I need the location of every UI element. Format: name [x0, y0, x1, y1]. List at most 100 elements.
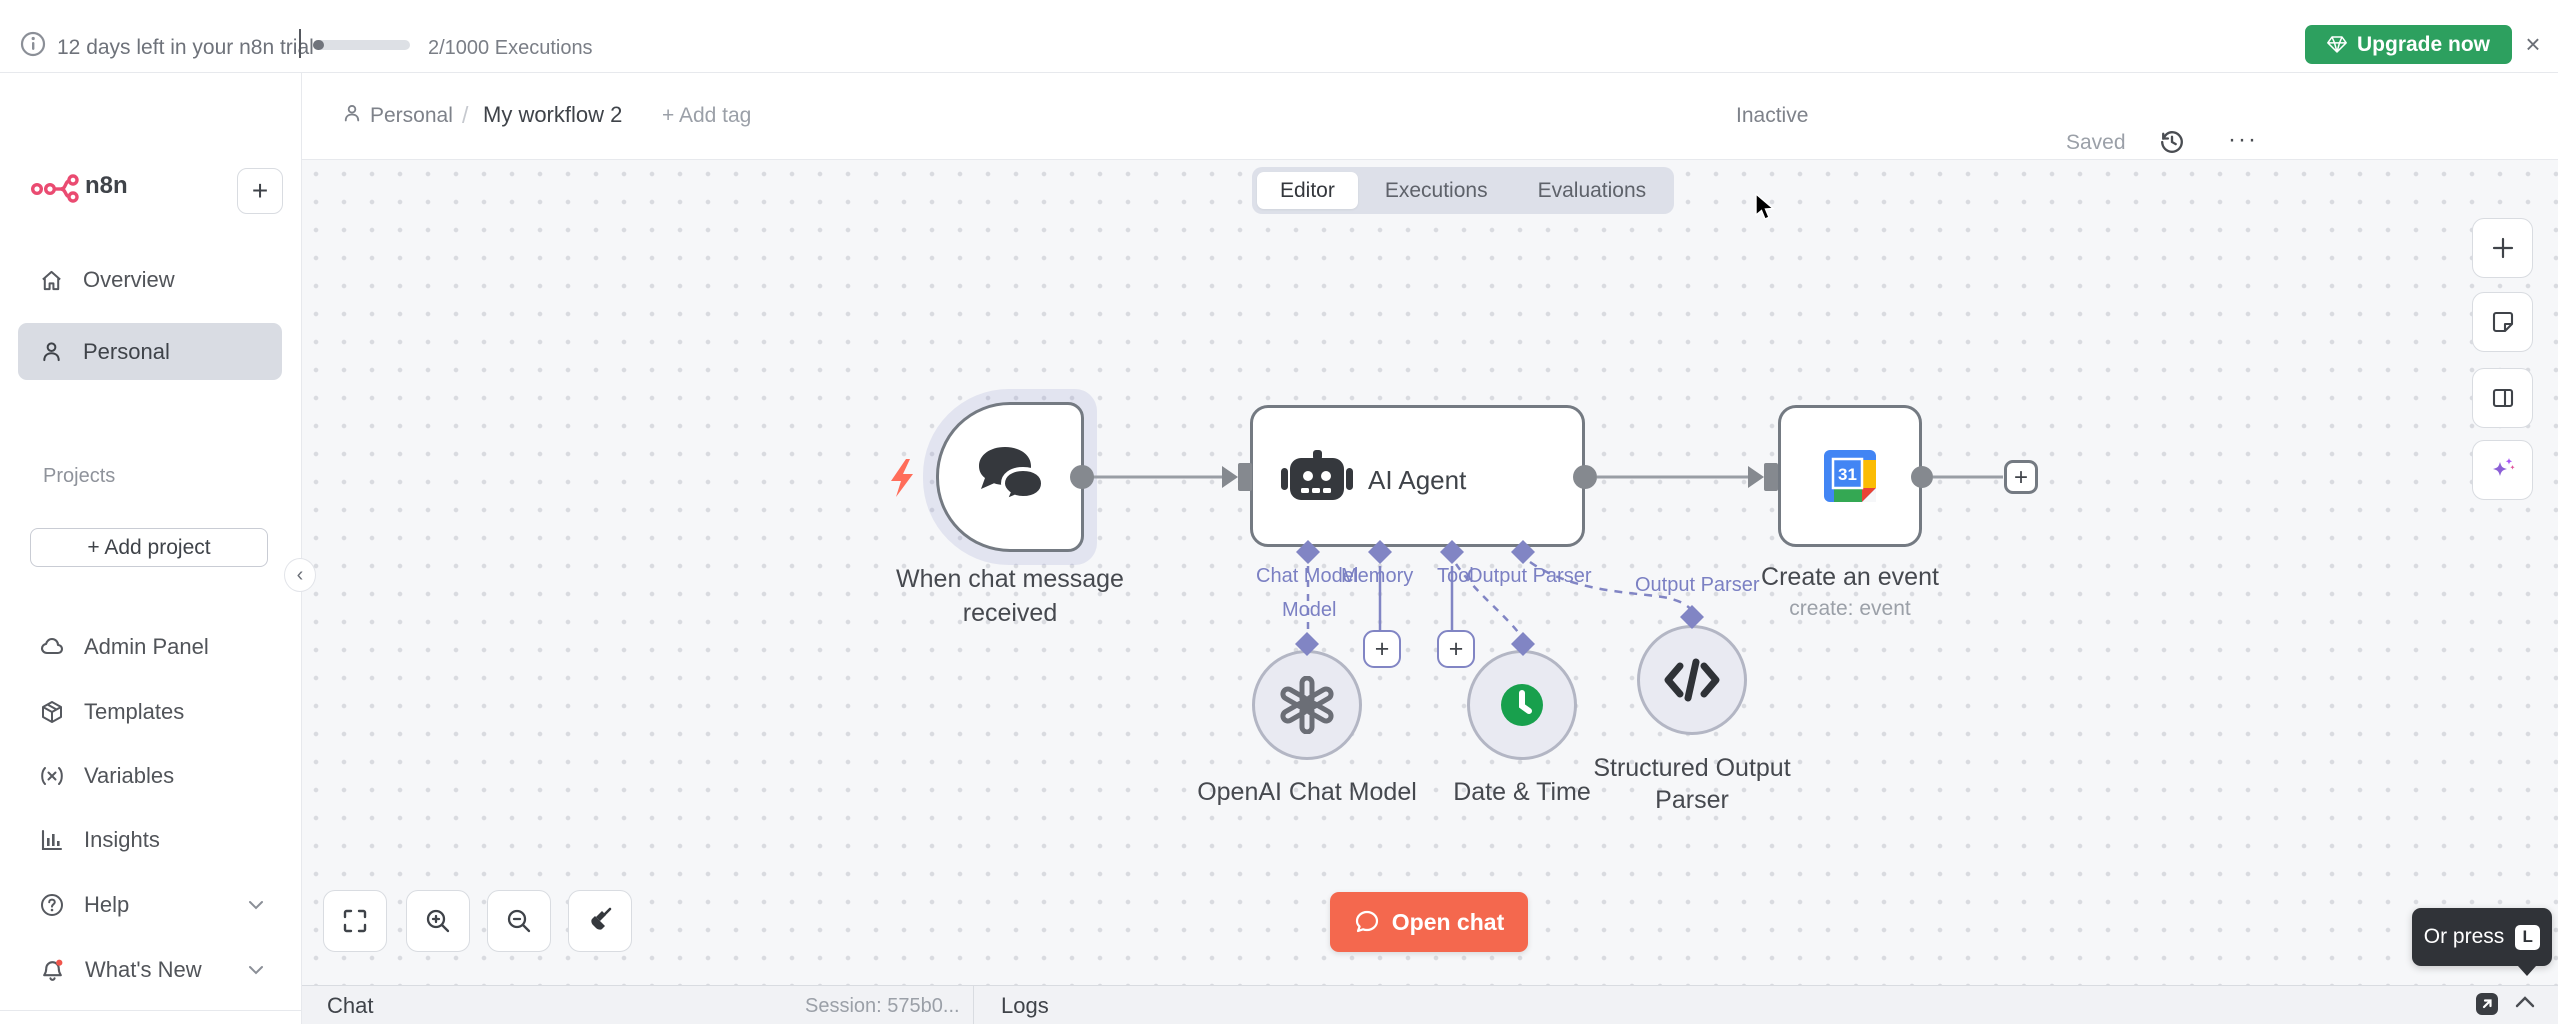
saved-status: Saved	[2066, 131, 2126, 154]
broom-icon	[591, 907, 612, 930]
workflow-tabs: Editor Executions Evaluations	[1252, 167, 1675, 214]
clock-icon	[1501, 684, 1543, 726]
pop-out-button[interactable]	[2474, 991, 2500, 1020]
zoom-in-button[interactable]	[406, 890, 470, 952]
executions-progress-fill	[313, 40, 324, 50]
tab-evaluations[interactable]: Evaluations	[1515, 172, 1670, 209]
toggle-panel-button[interactable]	[2472, 368, 2533, 428]
sidebar-item-label: What's New	[85, 957, 202, 982]
bell-icon	[43, 959, 63, 981]
workflow-header: Personal / My workflow 2 + Add tag	[302, 73, 2558, 160]
variables-icon	[41, 767, 63, 785]
sidebar-item-help[interactable]: Help	[18, 883, 282, 927]
sidebar-item-templates[interactable]: Templates	[18, 690, 282, 734]
port-label-output-parser: Output Parser	[1467, 565, 1592, 587]
add-sticky-note-button[interactable]	[2472, 292, 2533, 352]
chat-shortcut-tooltip: Or press L	[2412, 908, 2552, 966]
workflow-canvas[interactable]	[302, 160, 2558, 985]
sidebar-item-label: Templates	[84, 699, 185, 724]
sidebar-item-variables[interactable]: Variables	[18, 754, 282, 798]
home-icon	[42, 270, 61, 290]
zoom-out-button[interactable]	[487, 890, 551, 952]
bar-chart-icon	[41, 829, 63, 851]
add-memory-button[interactable]: +	[1363, 630, 1401, 668]
n8n-logo	[31, 174, 79, 203]
chevron-up-icon	[2515, 996, 2535, 1008]
datetime-node-label: Date & Time	[1453, 778, 1591, 806]
sidebar-item-admin-panel[interactable]: Admin Panel	[18, 625, 282, 669]
pop-out-icon	[2476, 993, 2498, 1015]
sidebar-divider	[0, 1010, 302, 1011]
node-ai-agent[interactable]: AI Agent	[1250, 405, 1585, 547]
chevron-down-icon	[249, 966, 263, 975]
trial-text: 12 days left in your n8n trial	[57, 36, 314, 59]
tab-executions[interactable]: Executions	[1362, 172, 1511, 209]
logs-panel-tab[interactable]: Logs	[1001, 993, 1049, 1018]
ai-assistant-button[interactable]	[2472, 440, 2533, 500]
projects-heading: Projects	[43, 465, 116, 487]
add-tool-button[interactable]: +	[1437, 630, 1475, 668]
sidebar-item-overview[interactable]: Overview	[18, 258, 282, 302]
help-icon	[41, 894, 63, 916]
cloud-icon	[40, 637, 64, 655]
trial-banner: 12 days left in your n8n trial 2/1000 Ex…	[0, 0, 2558, 73]
robot-icon	[1281, 450, 1353, 500]
node-date-time[interactable]	[1467, 650, 1577, 760]
code-icon	[1664, 658, 1720, 702]
add-project-button[interactable]: + Add project	[30, 528, 268, 567]
zoom-out-icon	[507, 909, 531, 933]
brand-name: n8n	[85, 172, 128, 199]
fit-view-icon	[343, 909, 367, 933]
add-tag-button[interactable]: + Add tag	[662, 104, 752, 127]
sidebar-item-label: Personal	[83, 338, 170, 364]
upgrade-now-button[interactable]: Upgrade now	[2305, 25, 2513, 64]
banner-close-button[interactable]: ×	[2516, 27, 2550, 61]
session-id: Session: 575b0...	[805, 995, 960, 1017]
add-node-button[interactable]	[2472, 218, 2533, 278]
sparkle-icon	[2492, 458, 2515, 476]
note-icon	[2492, 311, 2513, 333]
executions-count: 2/1000 Executions	[428, 37, 593, 59]
node-structured-output-parser[interactable]	[1637, 625, 1747, 735]
fit-view-button[interactable]	[323, 890, 387, 952]
new-workflow-button[interactable]: +	[237, 168, 283, 214]
workflow-name[interactable]: My workflow 2	[483, 102, 623, 127]
openai-logo-icon	[1280, 676, 1334, 734]
zoom-in-icon	[426, 909, 450, 933]
expand-panel-button[interactable]	[2514, 995, 2536, 1012]
tidy-up-button[interactable]	[568, 890, 632, 952]
sidebar-item-insights[interactable]: Insights	[18, 818, 282, 862]
more-options-button[interactable]: ···	[2228, 126, 2258, 153]
breadcrumb-project[interactable]: Personal	[370, 104, 453, 127]
person-icon	[344, 105, 360, 122]
panel-divider	[973, 986, 974, 1024]
node-create-an-event[interactable]: 31	[1778, 405, 1922, 547]
node-openai-chat-model[interactable]	[1252, 650, 1362, 760]
chat-bubble-icon	[1355, 910, 1378, 933]
port-label-chat-model-wrap: Model	[1282, 599, 1337, 621]
workflow-status-label: Inactive	[1736, 104, 1809, 127]
executions-progress	[313, 40, 410, 50]
tooltip-arrow	[2518, 966, 2536, 976]
tab-editor[interactable]: Editor	[1257, 172, 1358, 209]
sidebar-item-whats-new[interactable]: What's New	[18, 948, 282, 992]
add-next-node-button[interactable]: +	[2004, 460, 2038, 494]
sidebar-item-label: Admin Panel	[84, 634, 209, 659]
node-when-chat-message-received[interactable]	[936, 402, 1084, 552]
openai-node-label: OpenAI Chat Model	[1197, 778, 1417, 806]
open-chat-button[interactable]: Open chat	[1330, 892, 1528, 952]
info-icon	[20, 31, 46, 57]
sidebar-collapse-button[interactable]: ‹	[284, 558, 316, 592]
svg-text:31: 31	[1838, 465, 1857, 484]
history-icon[interactable]	[2158, 128, 2186, 156]
chat-panel-tab[interactable]: Chat	[327, 993, 374, 1018]
upgrade-label: Upgrade now	[2357, 32, 2491, 56]
open-chat-label: Open chat	[1391, 908, 1505, 935]
calendar-node-sublabel: create: event	[1789, 597, 1911, 620]
chat-bubbles-icon	[979, 447, 1046, 505]
sidebar-item-label: Variables	[84, 763, 175, 788]
google-calendar-icon: 31	[1824, 450, 1876, 502]
sidebar-item-personal[interactable]: Personal	[18, 323, 282, 380]
tooltip-text: Or press	[2423, 925, 2505, 948]
